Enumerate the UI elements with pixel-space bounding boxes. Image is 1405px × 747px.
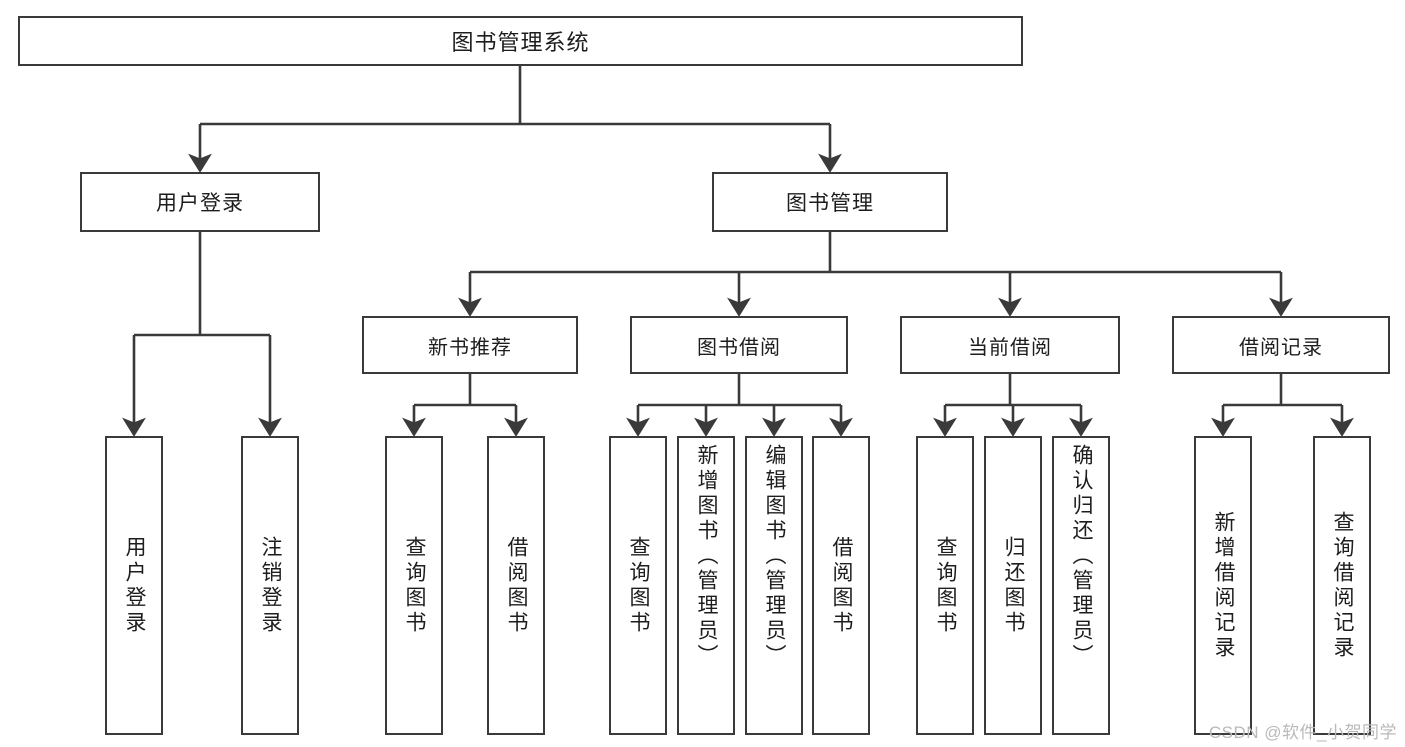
node-leaf-logout[interactable]: 注销登录 — [241, 436, 299, 735]
node-label: 图书管理 — [786, 192, 874, 215]
node-label: 查询借阅记录 — [1331, 510, 1355, 661]
node-borrow-records[interactable]: 借阅记录 — [1172, 316, 1390, 374]
node-leaf-return-book[interactable]: 归还图书 — [984, 436, 1042, 735]
node-label: 查询图书 — [403, 535, 427, 636]
node-label: 借阅记录 — [1239, 336, 1323, 359]
node-label: 用户登录 — [123, 535, 147, 636]
node-label: 用户登录 — [156, 192, 244, 215]
node-label: 图书借阅 — [697, 336, 781, 359]
node-label: 确认归还（管理员） — [1070, 444, 1094, 669]
node-label: 编辑图书（管理员） — [763, 444, 787, 669]
node-label: 新书推荐 — [428, 336, 512, 359]
node-label: 注销登录 — [259, 535, 283, 636]
node-leaf-query-book-borrow[interactable]: 查询图书 — [609, 436, 667, 735]
watermark-text: CSDN @软件_小贺同学 — [1208, 723, 1397, 742]
node-label: 借阅图书 — [505, 535, 529, 636]
node-leaf-borrow-book[interactable]: 借阅图书 — [812, 436, 870, 735]
node-leaf-edit-book[interactable]: 编辑图书（管理员） — [745, 436, 803, 735]
node-leaf-add-book[interactable]: 新增图书（管理员） — [677, 436, 735, 735]
node-label: 借阅图书 — [830, 535, 854, 636]
node-leaf-query-record[interactable]: 查询借阅记录 — [1313, 436, 1371, 735]
node-leaf-add-record[interactable]: 新增借阅记录 — [1194, 436, 1252, 735]
node-label: 新增借阅记录 — [1212, 510, 1236, 661]
node-root-system[interactable]: 图书管理系统 — [18, 16, 1023, 66]
node-user-login[interactable]: 用户登录 — [80, 172, 320, 232]
node-label: 查询图书 — [934, 535, 958, 636]
node-leaf-confirm-return[interactable]: 确认归还（管理员） — [1052, 436, 1110, 735]
node-book-borrow[interactable]: 图书借阅 — [630, 316, 848, 374]
node-book-management[interactable]: 图书管理 — [712, 172, 948, 232]
node-leaf-user-login[interactable]: 用户登录 — [105, 436, 163, 735]
node-current-borrow[interactable]: 当前借阅 — [900, 316, 1120, 374]
node-new-book-recommend[interactable]: 新书推荐 — [362, 316, 578, 374]
node-label: 归还图书 — [1002, 535, 1026, 636]
node-label: 图书管理系统 — [451, 30, 590, 55]
node-leaf-query-book-recommend[interactable]: 查询图书 — [385, 436, 443, 735]
node-leaf-query-book-current[interactable]: 查询图书 — [916, 436, 974, 735]
node-label: 查询图书 — [627, 535, 651, 636]
node-label: 当前借阅 — [968, 336, 1052, 359]
node-leaf-borrow-book-recommend[interactable]: 借阅图书 — [487, 436, 545, 735]
node-label: 新增图书（管理员） — [695, 444, 719, 669]
